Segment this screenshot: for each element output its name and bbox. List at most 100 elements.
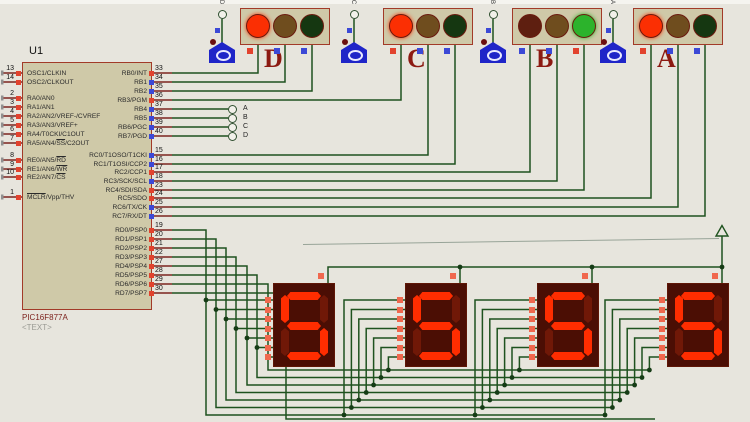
- probe-terminal-letter-C: C: [350, 0, 357, 5]
- display-2-pin-3: [397, 316, 403, 322]
- traffic-light-D-red-lamp: [246, 14, 270, 38]
- probe-display-oval: [348, 50, 363, 61]
- probe-terminal-B[interactable]: [488, 10, 498, 19]
- display-2-segment-d: [419, 352, 453, 360]
- pin-number-8: 8: [10, 152, 14, 159]
- terminal-B[interactable]: [228, 113, 237, 123]
- display-1-segment-b: [320, 295, 328, 323]
- pin-label-16: RC1/T1OSI/CCP2: [93, 160, 148, 168]
- pin-number-39: 39: [155, 119, 163, 126]
- pin-label-2: RA0/AN0: [27, 94, 55, 102]
- pin-label-33: RB0/INT: [121, 69, 147, 77]
- pin-number-33: 33: [155, 65, 163, 72]
- pin-label-9: RE1/AN6/WR: [27, 165, 68, 173]
- pin-number-10: 10: [6, 169, 14, 176]
- pin-number-35: 35: [155, 83, 163, 90]
- terminal-label-C: C: [243, 123, 249, 130]
- traffic-light-C-green-lamp: [443, 14, 467, 38]
- pin-label-36: RB3/PGM: [117, 96, 147, 104]
- pin-14-state-indicator: [15, 79, 21, 85]
- seven-segment-display-4[interactable]: [667, 283, 729, 367]
- chip-part-number: PIC16F877A: [22, 313, 68, 322]
- pin-38-state-indicator: [148, 115, 154, 121]
- display-2-pin-5: [397, 335, 403, 341]
- traffic-light-A-yellow-state: [667, 48, 673, 54]
- display-1-pin-2: [265, 306, 271, 313]
- display-4-segment-c: [714, 328, 722, 356]
- seven-segment-display-2[interactable]: [405, 283, 467, 367]
- mcu-pic16f877a[interactable]: [22, 62, 152, 310]
- pin-20-state-indicator: [148, 236, 154, 242]
- probe-B-pin-dot: [481, 39, 487, 45]
- pin-label-39: RB6/PGC: [118, 123, 147, 131]
- pin-number-6: 6: [10, 126, 14, 133]
- logic-probe-C[interactable]: [341, 42, 367, 63]
- seven-segment-display-3[interactable]: [537, 283, 599, 367]
- probe-terminal-D[interactable]: [217, 10, 227, 19]
- pin-number-38: 38: [155, 110, 163, 117]
- terminal-A[interactable]: [228, 104, 237, 114]
- display-4-pin-6: [659, 344, 665, 351]
- pin-number-3: 3: [10, 99, 14, 106]
- display-3-anode-pin: [582, 273, 588, 279]
- traffic-light-B-green-lamp: [572, 14, 596, 38]
- terminal-D[interactable]: [228, 131, 237, 141]
- probe-terminal-A[interactable]: [608, 10, 618, 19]
- pin-label-24: RC5/SDO: [117, 194, 147, 202]
- traffic-light-D-red-state: [247, 48, 253, 54]
- pin-39-state-indicator: [148, 124, 154, 130]
- pin-number-26: 26: [155, 208, 163, 215]
- traffic-light-D-yellow-lamp: [273, 14, 297, 38]
- pin-5-state-indicator: [15, 122, 21, 128]
- pin-8-state-indicator: [15, 157, 21, 163]
- pin-number-34: 34: [155, 74, 163, 81]
- display-3-segment-e: [545, 328, 553, 356]
- traffic-light-C-yellow-state: [417, 48, 423, 54]
- pin-number-1: 1: [10, 189, 14, 196]
- traffic-light-B-yellow-state: [546, 48, 552, 54]
- pin-number-9: 9: [10, 161, 14, 168]
- display-3-segment-c: [584, 328, 592, 356]
- pin-label-23: RC4/SDI/SDA: [105, 186, 147, 194]
- pin-label-29: RD6/PSP6: [115, 280, 147, 288]
- display-4-segment-g: [681, 322, 715, 330]
- pin-34-state-indicator: [148, 79, 154, 85]
- pin-number-24: 24: [155, 190, 163, 197]
- display-2-segment-f: [413, 295, 421, 323]
- display-1-pin-1: [265, 297, 271, 303]
- pin-label-17: RC2/CCP1: [114, 168, 147, 176]
- traffic-light-C-red-state: [390, 48, 396, 54]
- logic-probe-D[interactable]: [209, 42, 235, 63]
- traffic-light-B-red-lamp: [518, 14, 542, 38]
- pin-label-27: RD4/PSP4: [115, 262, 147, 270]
- display-2-segment-b: [452, 295, 460, 323]
- display-1-segment-e: [281, 328, 289, 356]
- probe-terminal-C[interactable]: [349, 10, 359, 19]
- traffic-light-C-yellow-lamp: [416, 14, 440, 38]
- display-1-pin-7: [265, 354, 271, 360]
- terminal-C[interactable]: [228, 122, 237, 132]
- pin-number-28: 28: [155, 267, 163, 274]
- pin-label-8: RE0/AN5/RD: [27, 156, 66, 164]
- logic-probe-B[interactable]: [480, 42, 506, 63]
- display-4-segment-e: [675, 328, 683, 356]
- logic-probe-A[interactable]: [600, 42, 626, 63]
- pin-35-state-indicator: [148, 88, 154, 94]
- display-3-segment-d: [551, 352, 585, 360]
- display-3-pin-2: [529, 306, 535, 313]
- pin-label-22: RD3/PSP3: [115, 253, 147, 261]
- pin-2-state-indicator: [15, 95, 21, 101]
- probe-B-state-indicator: [486, 28, 491, 33]
- pin-4-state-indicator: [15, 113, 21, 119]
- pin-number-4: 4: [10, 108, 14, 115]
- probe-display-oval: [216, 50, 231, 61]
- probe-display-oval: [607, 50, 622, 61]
- pin-number-14: 14: [6, 74, 14, 81]
- seven-segment-display-1[interactable]: [273, 283, 335, 367]
- pin-25-state-indicator: [148, 204, 154, 210]
- display-3-segment-b: [584, 295, 592, 323]
- display-3-pin-5: [529, 335, 535, 341]
- display-2-segment-a: [419, 292, 453, 300]
- display-4-pin-5: [659, 335, 665, 341]
- pin-number-22: 22: [155, 249, 163, 256]
